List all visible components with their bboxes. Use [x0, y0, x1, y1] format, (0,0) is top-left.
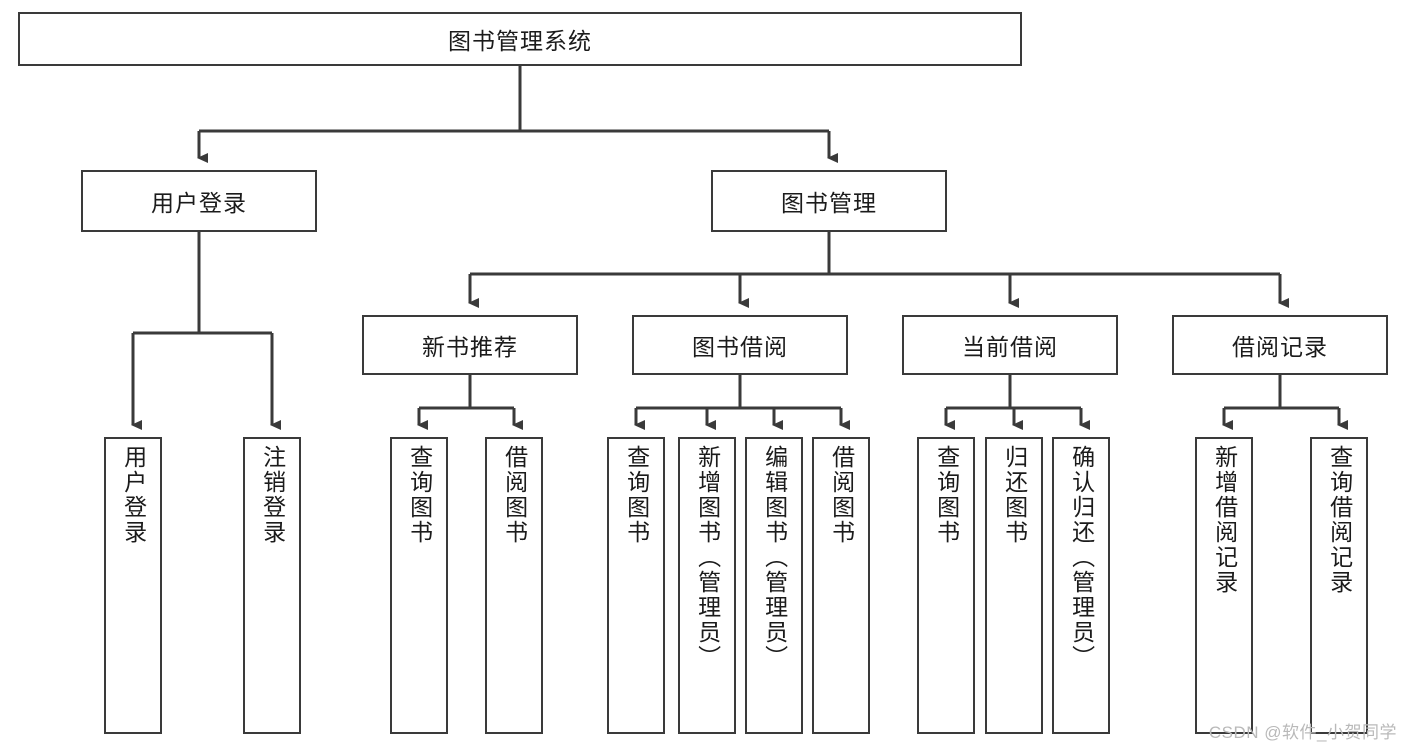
- node-new-book-recommend-label: 新书推荐: [422, 334, 518, 360]
- node-leaf-query-book-1-label: 查询图书: [406, 445, 433, 545]
- node-leaf-query-book-3-label: 查询图书: [933, 445, 960, 545]
- node-current-borrow-label: 当前借阅: [962, 334, 1058, 360]
- node-leaf-add-book[interactable]: 新增图书（管理员）: [678, 437, 736, 734]
- watermark: CSDN @软件_小贺同学: [1208, 723, 1397, 742]
- node-book-borrow-label: 图书借阅: [692, 334, 788, 360]
- node-leaf-user-login-label: 用户登录: [120, 445, 147, 545]
- node-book-borrow[interactable]: 图书借阅: [632, 315, 848, 375]
- node-book-management[interactable]: 图书管理: [711, 170, 947, 232]
- node-leaf-query-record[interactable]: 查询借阅记录: [1310, 437, 1368, 734]
- node-leaf-logout[interactable]: 注销登录: [243, 437, 301, 734]
- node-leaf-borrow-book-2-label: 借阅图书: [828, 445, 855, 545]
- node-leaf-query-record-label: 查询借阅记录: [1326, 445, 1353, 595]
- node-leaf-return-book[interactable]: 归还图书: [985, 437, 1043, 734]
- node-leaf-edit-book-label: 编辑图书（管理员）: [761, 445, 788, 670]
- node-leaf-query-book-2[interactable]: 查询图书: [607, 437, 665, 734]
- node-leaf-borrow-book-1[interactable]: 借阅图书: [485, 437, 543, 734]
- node-leaf-query-book-2-label: 查询图书: [623, 445, 650, 545]
- node-user-login-label: 用户登录: [151, 190, 247, 216]
- node-borrow-record[interactable]: 借阅记录: [1172, 315, 1388, 375]
- node-leaf-add-record-label: 新增借阅记录: [1211, 445, 1238, 595]
- node-current-borrow[interactable]: 当前借阅: [902, 315, 1118, 375]
- node-leaf-add-book-label: 新增图书（管理员）: [694, 445, 721, 670]
- node-leaf-confirm-return[interactable]: 确认归还（管理员）: [1052, 437, 1110, 734]
- node-borrow-record-label: 借阅记录: [1232, 334, 1328, 360]
- node-new-book-recommend[interactable]: 新书推荐: [362, 315, 578, 375]
- node-user-login[interactable]: 用户登录: [81, 170, 317, 232]
- node-root[interactable]: 图书管理系统: [18, 12, 1022, 66]
- node-leaf-add-record[interactable]: 新增借阅记录: [1195, 437, 1253, 734]
- node-leaf-logout-label: 注销登录: [259, 445, 286, 545]
- node-leaf-query-book-1[interactable]: 查询图书: [390, 437, 448, 734]
- node-leaf-confirm-return-label: 确认归还（管理员）: [1068, 445, 1095, 670]
- node-leaf-borrow-book-2[interactable]: 借阅图书: [812, 437, 870, 734]
- node-leaf-user-login[interactable]: 用户登录: [104, 437, 162, 734]
- node-book-management-label: 图书管理: [781, 190, 877, 216]
- node-leaf-borrow-book-1-label: 借阅图书: [501, 445, 528, 545]
- node-leaf-edit-book[interactable]: 编辑图书（管理员）: [745, 437, 803, 734]
- node-leaf-query-book-3[interactable]: 查询图书: [917, 437, 975, 734]
- node-root-label: 图书管理系统: [448, 28, 592, 54]
- node-leaf-return-book-label: 归还图书: [1001, 445, 1028, 545]
